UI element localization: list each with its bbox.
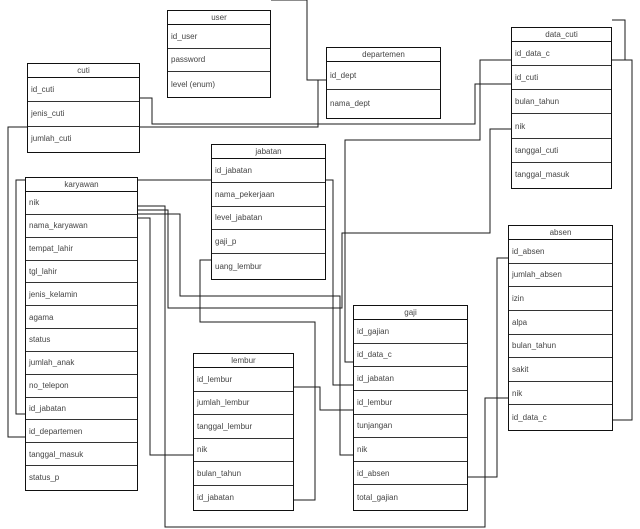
entity-field: id_cuti bbox=[28, 78, 139, 103]
entity-field: id_lembur bbox=[354, 391, 467, 415]
entity-field: id_user bbox=[168, 25, 270, 49]
entity-field: no_telepon bbox=[26, 375, 137, 398]
entity-field: agama bbox=[26, 306, 137, 330]
entity-field: nik bbox=[194, 439, 293, 462]
entity-title: absen bbox=[509, 226, 612, 240]
entity-field: nama_karyawan bbox=[26, 215, 137, 238]
entity-field: tanggal_masuk bbox=[515, 170, 570, 180]
entity-field: id_dept bbox=[327, 62, 440, 90]
entity-field: id_lembur bbox=[194, 368, 293, 392]
entity-field: id_departemen bbox=[26, 420, 137, 444]
line-karyawan-gaji bbox=[138, 213, 353, 456]
entity-field: jenis_cuti bbox=[28, 102, 139, 127]
entity-field: id_jabatan bbox=[212, 159, 325, 183]
line-user-departemen bbox=[271, 0, 326, 81]
entity-field: tanggal_lembur bbox=[194, 415, 293, 439]
entity-field: nik bbox=[354, 438, 467, 462]
line-karyawan-absen bbox=[138, 205, 508, 528]
entity-field: jumlah_anak bbox=[26, 352, 137, 375]
entity-field: status_p bbox=[29, 473, 60, 483]
entity-field: level (enum) bbox=[171, 79, 216, 89]
entity-field: gaji_p bbox=[212, 230, 325, 255]
line-jabatan-gaji bbox=[326, 179, 353, 386]
entity-field: tanggal_cuti bbox=[512, 139, 611, 163]
line-jabatan-lembur bbox=[199, 259, 316, 501]
line-cuti-datacuti bbox=[140, 83, 511, 125]
entity-field: bulan_tahun bbox=[512, 90, 611, 115]
entity-title: user bbox=[168, 11, 270, 25]
entity-field: jenis_kelamin bbox=[26, 283, 137, 307]
entity-field: jumlah_cuti bbox=[31, 134, 72, 144]
entity-title: jabatan bbox=[212, 145, 325, 159]
entity-field: tempat_lahir bbox=[26, 238, 137, 261]
entity-field: id_data_c bbox=[512, 412, 547, 422]
entity-field: tgl_lahir bbox=[26, 261, 137, 284]
entity-field: nik bbox=[26, 192, 137, 215]
entity-field: nik bbox=[509, 382, 612, 406]
entity-title: lembur bbox=[194, 354, 293, 368]
entity-field: id_absen bbox=[509, 240, 612, 264]
entity-title: cuti bbox=[28, 64, 139, 78]
entity-title: gaji bbox=[354, 306, 467, 320]
line-datacuti-karyawan bbox=[138, 128, 511, 309]
entity-field: total_gajian bbox=[357, 492, 398, 502]
entity-field: id_gajian bbox=[354, 320, 467, 344]
line-datacuti-right bbox=[612, 19, 626, 61]
entity-field: tanggal_masuk bbox=[26, 443, 137, 467]
line-absen-gaji bbox=[468, 257, 508, 478]
entity-field: jumlah_lembur bbox=[194, 392, 293, 415]
entity-field: uang_lembur bbox=[215, 261, 262, 271]
line-lembur-gaji bbox=[294, 386, 353, 411]
entity-field: id_jabatan bbox=[197, 492, 234, 502]
entity-field: id_jabatan bbox=[26, 398, 137, 421]
entity-field: level_jabatan bbox=[212, 207, 325, 231]
entity-field: id_data_c bbox=[512, 42, 611, 67]
entity-field: id_data_c bbox=[354, 344, 467, 368]
line-karyawan-lembur bbox=[138, 217, 193, 456]
entity-field: nama_dept bbox=[330, 98, 371, 108]
entity-field: id_cuti bbox=[512, 66, 611, 91]
entity-field: id_jabatan bbox=[354, 367, 467, 391]
entity-title: departemen bbox=[327, 48, 440, 62]
entity-title: data_cuti bbox=[512, 28, 611, 42]
entity-field: izin bbox=[509, 287, 612, 311]
line-departemen-karyawan bbox=[7, 79, 326, 438]
line-absen-datacuti bbox=[612, 59, 633, 421]
entity-field: jumlah_absen bbox=[509, 264, 612, 288]
entity-field: nik bbox=[512, 114, 611, 139]
entity-field: bulan_tahun bbox=[509, 335, 612, 359]
entity-field: status bbox=[26, 329, 137, 352]
entity-field: alpa bbox=[509, 311, 612, 335]
entity-field: sakit bbox=[509, 358, 612, 382]
entity-title: karyawan bbox=[26, 178, 137, 192]
line-datacuti-gaji bbox=[344, 59, 511, 363]
entity-field: id_absen bbox=[354, 462, 467, 486]
entity-field: password bbox=[168, 49, 270, 73]
entity-field: bulan_tahun bbox=[194, 462, 293, 486]
entity-field: nama_pekerjaan bbox=[212, 183, 325, 207]
entity-field: tunjangan bbox=[354, 415, 467, 439]
